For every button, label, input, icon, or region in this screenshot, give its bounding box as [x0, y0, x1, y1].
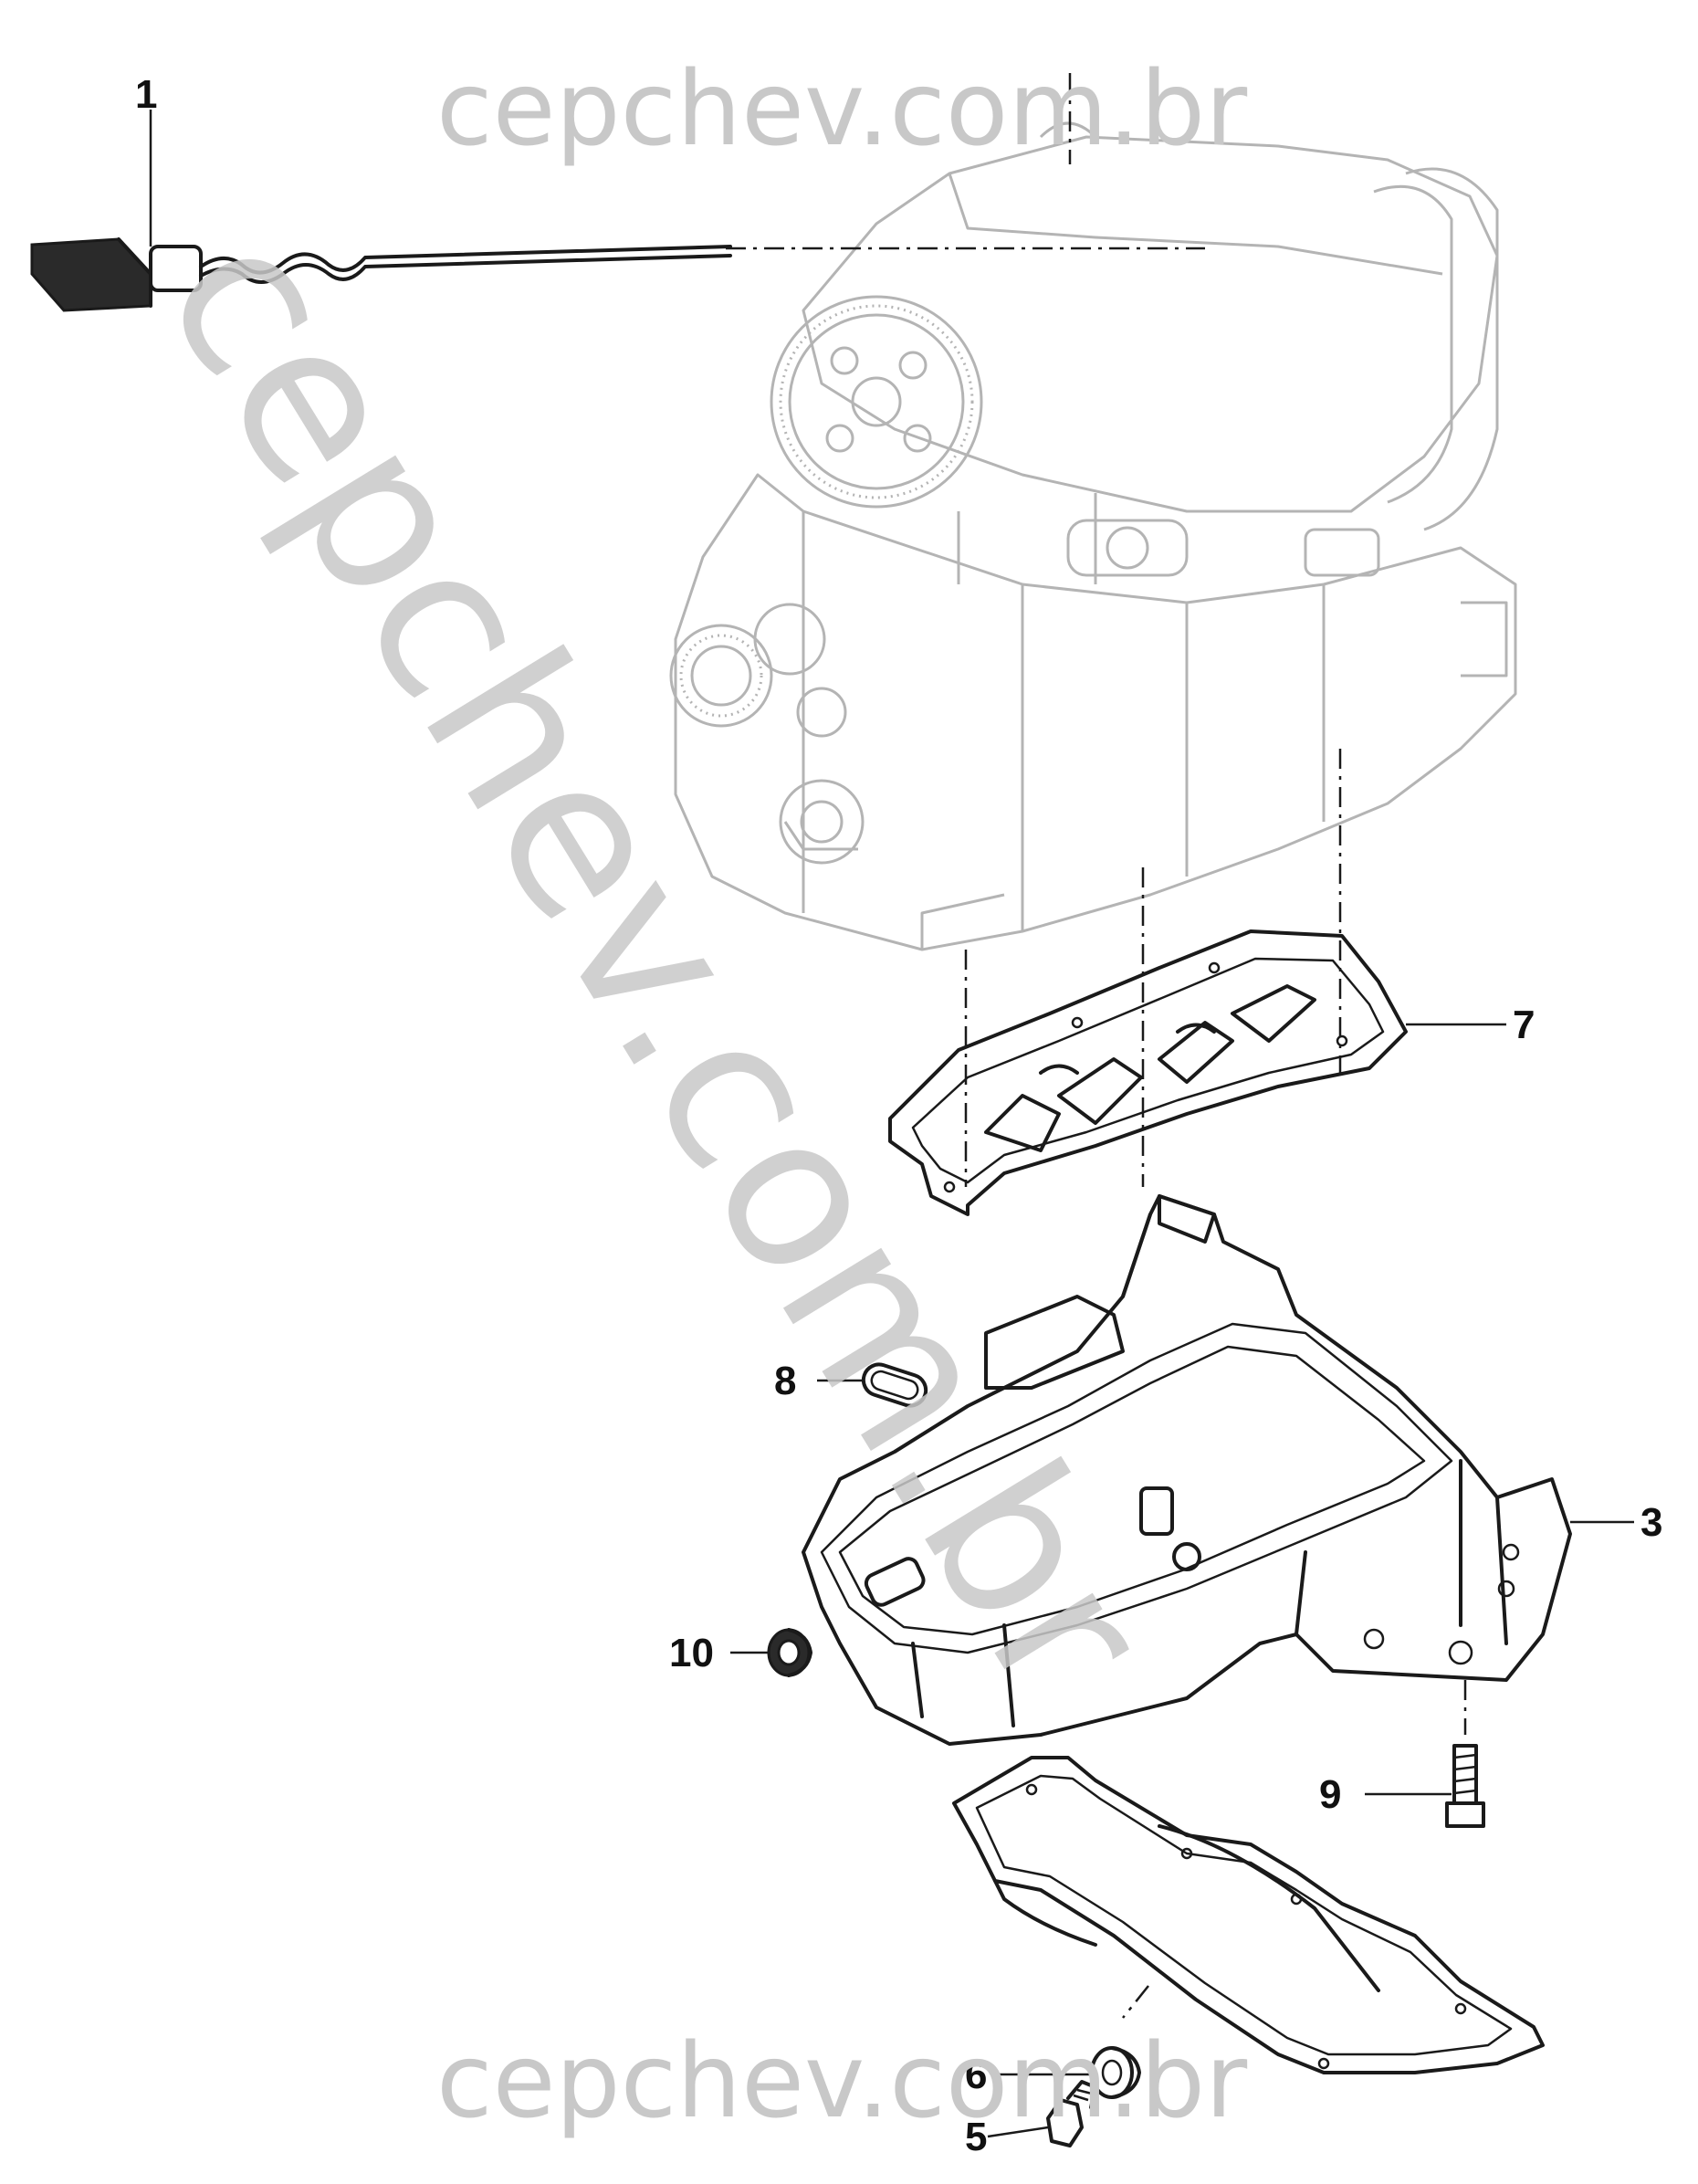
callout-7: 7 [1513, 1003, 1535, 1047]
watermark-diagonal: cepchev.com.br [117, 189, 1195, 1737]
plug-part-10 [767, 1628, 812, 1677]
callout-leader-lines [149, 110, 1634, 2138]
callout-10: 10 [669, 1631, 714, 1675]
engine-block-ghost [669, 121, 1517, 951]
callout-1: 1 [135, 72, 157, 117]
watermark-top: cepchev.com.br [436, 50, 1248, 169]
oil-pan-lower [952, 1756, 1545, 2074]
drain-plug-part-5 [1046, 2080, 1097, 2147]
watermarks: cepchev.com.br cepchev.com.br cepchev.co… [117, 50, 1248, 2141]
bolt-part-9 [1445, 1744, 1485, 1828]
watermark-bottom: cepchev.com.br [436, 2022, 1248, 2141]
oil-baffle-part-7 [888, 929, 1408, 1216]
dipstick-part-1 [30, 237, 732, 312]
o-ring-part-8 [861, 1362, 928, 1408]
callout-9: 9 [1319, 1772, 1341, 1817]
assembly-center-lines [726, 73, 1467, 2019]
callout-3: 3 [1640, 1500, 1662, 1545]
callout-labels: 1 7 8 3 10 9 6 5 [135, 72, 1662, 2159]
callout-6: 6 [965, 2053, 987, 2097]
callout-8: 8 [774, 1359, 796, 1403]
oil-pan-upper-part-3 [802, 1194, 1572, 1746]
callout-5: 5 [965, 2115, 987, 2159]
washer-part-6 [1090, 2046, 1141, 2099]
